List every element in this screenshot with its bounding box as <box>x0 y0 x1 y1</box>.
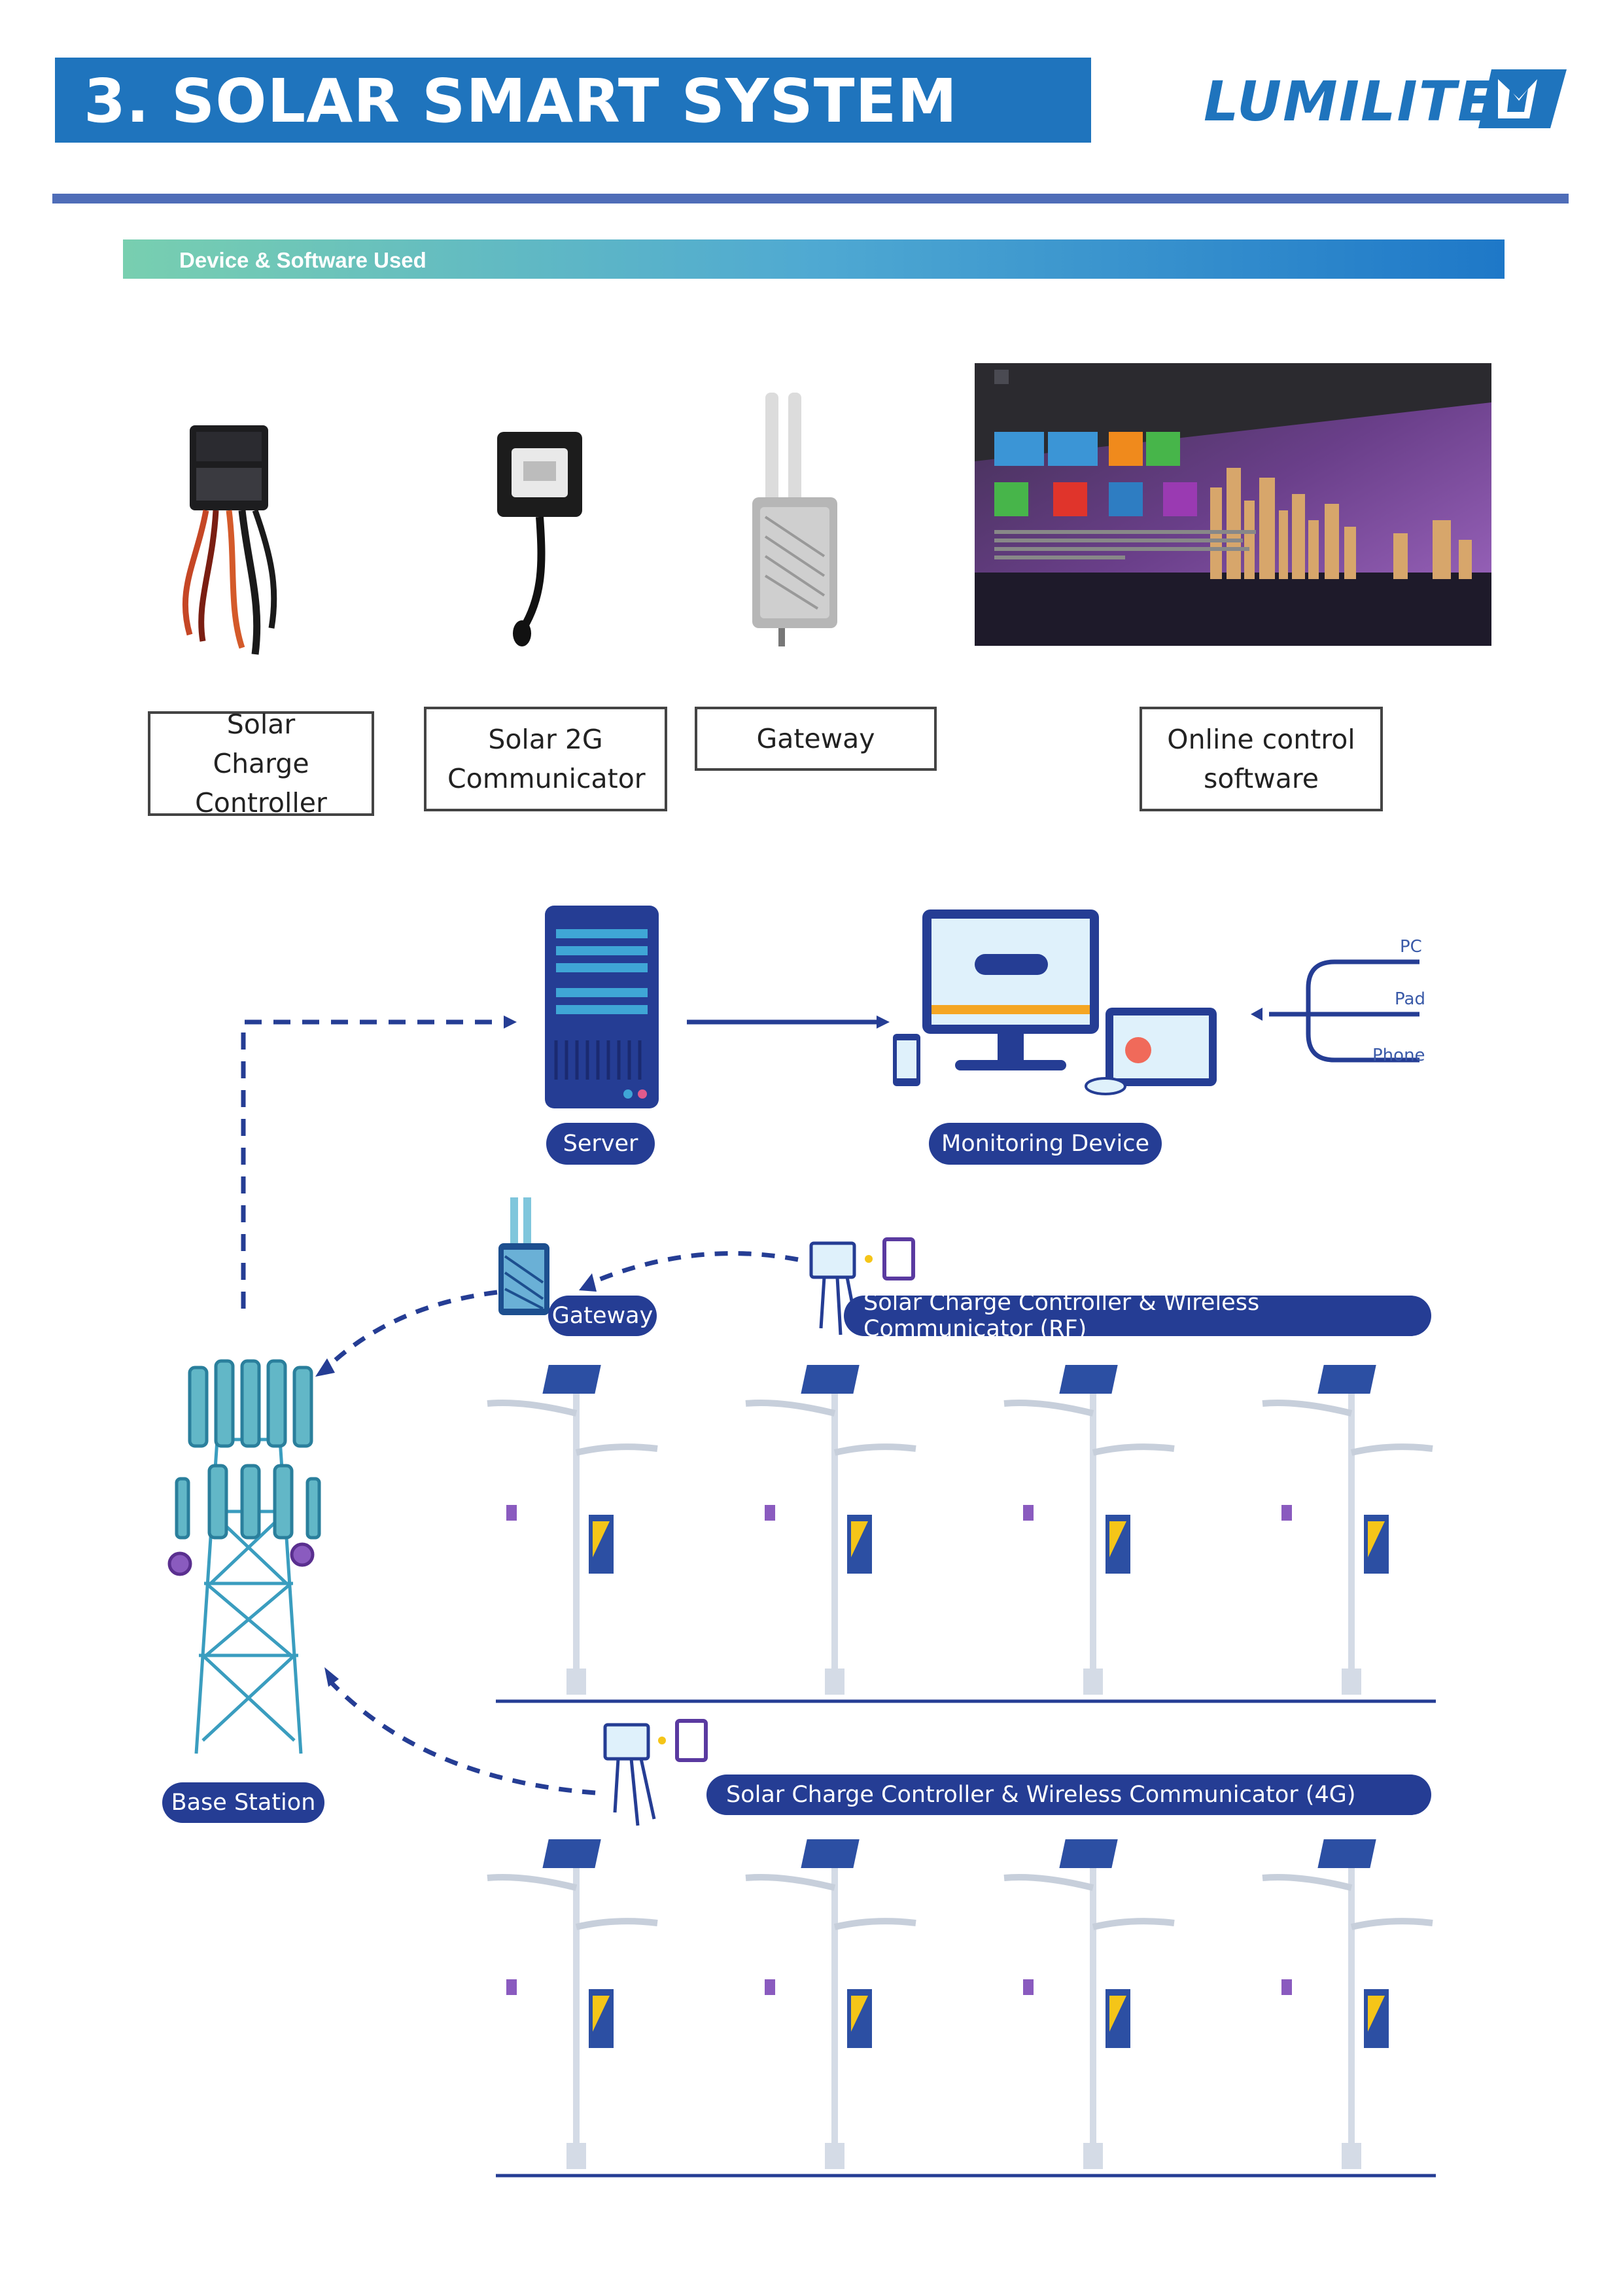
gateway-icon <box>498 1197 549 1315</box>
solar-street-light <box>1003 1839 1175 2169</box>
solar-street-light <box>1003 1365 1175 1695</box>
base-station-icon <box>167 1359 321 1754</box>
header-divider <box>52 194 1569 203</box>
gateway-label: Gateway <box>548 1296 657 1336</box>
solar-street-light <box>1262 1839 1433 2169</box>
solar-street-light <box>1262 1365 1433 1695</box>
server-label: Server <box>546 1123 655 1165</box>
g4-controller-icon <box>603 1719 708 1826</box>
solar-street-light <box>487 1839 658 2169</box>
section-bar: Device & Software Used <box>123 239 1505 279</box>
title-banner: 3. SOLAR SMART SYSTEM <box>55 58 1091 143</box>
product-label-software: Online control software <box>1140 707 1383 811</box>
rf-controller-icon <box>809 1237 915 1335</box>
g4-group-label: Solar Charge Controller & Wireless Commu… <box>706 1775 1431 1815</box>
section-subtitle: Device & Software Used <box>179 248 427 272</box>
base-station-label: Base Station <box>162 1782 324 1823</box>
solar-street-light <box>487 1365 658 1695</box>
access-phone-label: Phone <box>1372 1046 1425 1065</box>
server-icon <box>545 906 659 1108</box>
gateway-photo <box>752 393 837 646</box>
rf-group-label: Solar Charge Controller & Wireless Commu… <box>844 1290 1431 1342</box>
page-title: 3. SOLAR SMART SYSTEM <box>84 66 958 136</box>
product-label-gateway: Gateway <box>695 707 937 771</box>
charge-controller-photo <box>182 425 277 655</box>
access-pc-label: PC <box>1400 937 1422 957</box>
lumilite-logo: LUMILITE <box>1204 59 1570 144</box>
solar-street-light <box>745 1365 916 1695</box>
logo-mark-icon <box>1478 69 1567 128</box>
product-label-communicator: Solar 2G Communicator <box>424 707 667 811</box>
software-screenshot <box>975 363 1491 646</box>
communicator-photo <box>497 432 582 646</box>
monitoring-device-label: Monitoring Device <box>929 1123 1162 1165</box>
logo-text: LUMILITE <box>1204 69 1497 133</box>
product-label-charge-controller: Solar Charge Controller <box>148 709 374 819</box>
network-diagram <box>167 906 1436 2178</box>
monitor-icon <box>893 910 1217 1095</box>
access-pad-label: Pad <box>1395 989 1425 1009</box>
solar-street-light <box>745 1839 916 2169</box>
